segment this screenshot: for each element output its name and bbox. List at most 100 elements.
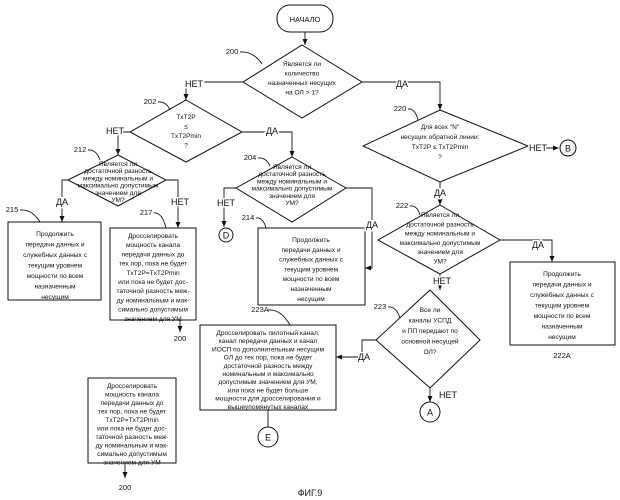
node-text-line: Все ли — [420, 307, 441, 314]
branch-label-net: НЕТ — [106, 126, 125, 136]
node-text-line: Для всех "N" — [421, 124, 460, 131]
decision-202 — [130, 100, 242, 162]
node-text-line: ? — [184, 143, 188, 150]
node-text-line: значением для УМ — [124, 316, 181, 323]
branch-label-net: НЕТ — [185, 79, 204, 89]
reference-numeral: 217 — [140, 208, 153, 217]
node-text-line: максимально допустимым — [78, 183, 159, 190]
node-text-line: максимально допустимым — [252, 186, 333, 193]
node-text-line: значением для УМ — [103, 460, 160, 467]
start-label: НАЧАЛО — [290, 15, 321, 24]
node-text-line: Является ли — [283, 61, 321, 68]
node-text-line: передачи данных и — [532, 282, 591, 289]
branch-label-da: ДА — [266, 126, 278, 136]
branch-label-da: ДА — [434, 188, 446, 198]
node-text-line: тех пор, пока не будет — [98, 408, 166, 416]
node-text-line: мощности по всем — [534, 313, 591, 320]
node-text-line: УМ? — [433, 259, 447, 266]
node-text-line: или пока не будет дос- — [118, 278, 188, 286]
node-text-line: ≤ — [184, 124, 188, 131]
node-text-line: назначенным — [290, 286, 332, 293]
node-text-line: Продолжить — [543, 271, 581, 278]
node-text-line: мощности по всем — [27, 273, 84, 280]
node-text-line: основной несущей — [401, 338, 459, 346]
node-text-line: ? — [438, 154, 442, 161]
leader-line — [20, 210, 40, 222]
node-text-line: служебных данных с — [279, 256, 343, 264]
node-text-line: вышеупомянутых каналах — [228, 404, 309, 411]
node-text-line: допустимым значением для УМ, — [218, 379, 317, 386]
node-text-line: назначенным — [34, 284, 76, 291]
node-text-line: достаточной разность между — [224, 362, 314, 370]
node-text-line: на ОЛ > 1? — [285, 90, 319, 97]
reference-numeral: 222A — [553, 351, 571, 360]
node-text-line: между номинальным и — [257, 178, 327, 185]
leader-line — [256, 218, 266, 228]
arrowhead — [123, 472, 128, 478]
node-text-line: максимально допустимым — [400, 240, 481, 247]
arrowhead — [438, 199, 443, 205]
branch-label-da: ДА — [532, 240, 544, 250]
node-text-line: передачи данных и — [25, 242, 84, 249]
node-text-line: таточной разность меж- — [95, 433, 168, 441]
branch-label-net: НЕТ — [171, 197, 190, 207]
node-text-line: УМ? — [111, 197, 125, 204]
arrowhead — [336, 355, 342, 360]
node-text-line: значением для — [269, 193, 315, 200]
node-text-line: номинальным и максимально — [222, 371, 314, 378]
leader-line — [88, 150, 100, 160]
branch-label-net: НЕТ — [433, 276, 452, 286]
node-text-line: мощности по всем — [283, 276, 340, 283]
node-text-line: между номинальным и — [83, 175, 153, 182]
branch-label-da: ДА — [396, 79, 408, 89]
reference-numeral: 212 — [74, 145, 87, 154]
node-text-line: достаточной разность — [84, 167, 152, 175]
reference-numeral: 223A — [251, 305, 269, 314]
node-text-line: канал передачи данных и канал — [219, 338, 318, 345]
node-text-line: текущим уровнем — [284, 266, 339, 273]
node-text-line: или пока не будет дос- — [97, 425, 167, 433]
arrowhead — [60, 216, 65, 222]
node-text-line: Дросселировать — [128, 233, 179, 240]
node-text-line: текущим уровнем — [535, 303, 590, 310]
arrowhead — [176, 222, 181, 228]
node-text-line: Дросселировать — [107, 383, 158, 390]
node-text-line: назначенных несущих — [268, 80, 337, 87]
connector-label-A: A — [427, 408, 433, 418]
reference-numeral: 223 — [374, 302, 387, 311]
connector-label-D: D — [223, 231, 230, 241]
leader-line — [408, 109, 418, 120]
leader-line — [240, 52, 262, 64]
node-text-line: передачи данных и — [281, 247, 340, 254]
node-text-line: или пока не будет больше — [228, 386, 309, 394]
node-text-line: тех пор, пока не будет — [119, 260, 187, 268]
arrowhead — [365, 266, 371, 271]
connector-label-E: E — [265, 433, 271, 443]
reference-numeral: 204 — [244, 153, 257, 162]
node-text-line: Является ли — [421, 212, 459, 219]
branch-label-net: НЕТ — [217, 198, 236, 208]
arrowhead — [303, 39, 308, 45]
node-text-line: текущим уровнем — [28, 263, 83, 270]
reference-numeral: 202 — [144, 97, 157, 106]
node-text-line: несущим — [297, 296, 325, 303]
arrowhead — [553, 146, 559, 151]
reference-numeral: 215 — [6, 205, 19, 214]
node-text-line: Является ли — [99, 161, 137, 168]
branch-label-da: ДА — [56, 197, 68, 207]
node-text-line: симально допустимым — [97, 451, 167, 458]
node-text-line: и ПП передают по — [402, 328, 458, 335]
node-text-line: несущим — [41, 294, 69, 301]
node-text-line: назначенным — [541, 324, 583, 331]
node-text-line: TxT2P=TxT2Pmin — [105, 417, 159, 424]
reference-numeral: 220 — [394, 104, 407, 113]
leader-line — [388, 307, 400, 318]
goto-200-label: 200 — [119, 483, 132, 492]
node-text-line: Продолжить — [292, 237, 330, 244]
branch-label-net: НЕТ — [529, 143, 548, 153]
node-text-line: значением для — [417, 249, 463, 256]
node-text-line: TxT2P — [176, 114, 196, 121]
node-text-line: значением для — [95, 190, 141, 197]
node-text-line: УМ? — [285, 200, 299, 207]
